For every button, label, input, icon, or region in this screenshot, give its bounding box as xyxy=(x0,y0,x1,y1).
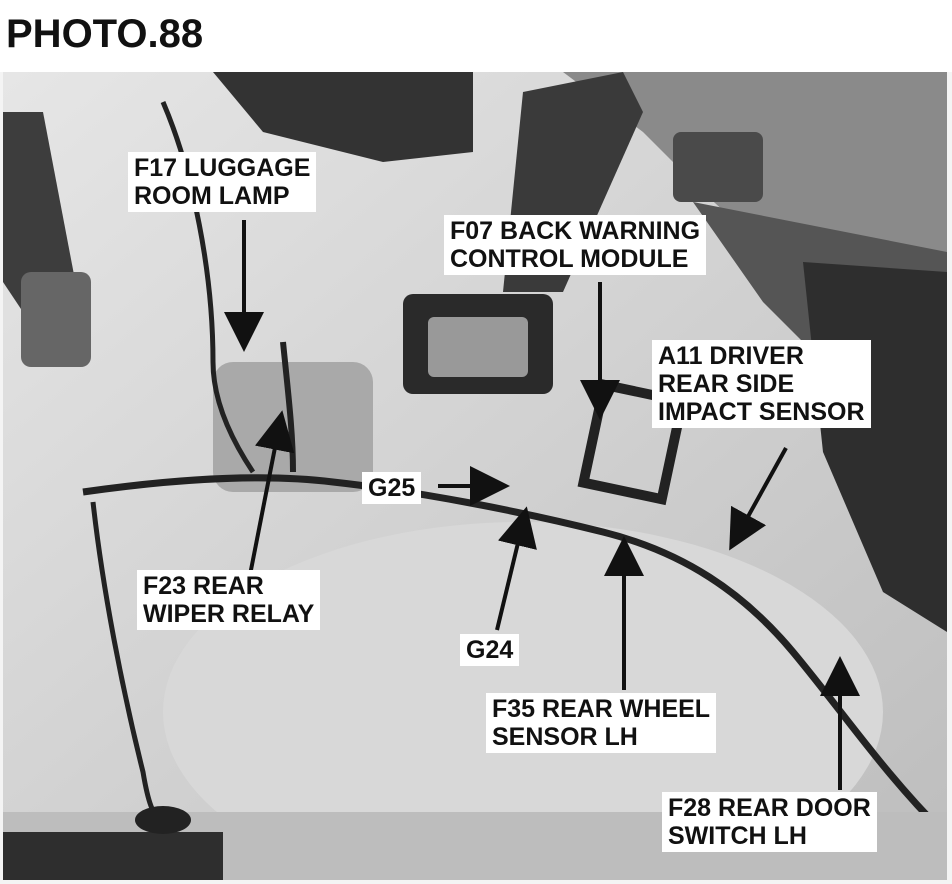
callout-g24: G24 xyxy=(460,634,520,666)
callout-f07-back-warning-control-module: F07 BACK WARNING CONTROL MODULE xyxy=(444,215,707,275)
callout-line: F17 LUGGAGE xyxy=(134,154,311,182)
callout-line: SWITCH LH xyxy=(668,822,807,850)
callout-line: G25 xyxy=(368,474,416,502)
arrow-g24 xyxy=(495,506,537,631)
callout-line: A11 DRIVER xyxy=(658,342,804,370)
callout-g25: G25 xyxy=(362,472,422,504)
callout-line: G24 xyxy=(466,636,514,664)
callout-line: IMPACT SENSOR xyxy=(658,398,865,426)
callout-line: CONTROL MODULE xyxy=(450,245,689,273)
callout-line: SENSOR LH xyxy=(492,723,638,751)
arrow-f23 xyxy=(248,410,295,576)
callout-line: REAR SIDE xyxy=(658,370,795,398)
callout-line: F35 REAR WHEEL xyxy=(492,695,711,723)
callout-line: WIPER RELAY xyxy=(143,600,315,628)
header: PHOTO.88 xyxy=(0,0,952,72)
callout-f28-rear-door-switch-lh: F28 REAR DOOR SWITCH LH xyxy=(662,792,877,852)
callout-f23-rear-wiper-relay: F23 REAR WIPER RELAY xyxy=(137,570,321,630)
photo-title: PHOTO.88 xyxy=(6,12,204,56)
arrow-a11 xyxy=(729,447,788,551)
callout-f35-rear-wheel-sensor-lh: F35 REAR WHEEL SENSOR LH xyxy=(486,693,717,753)
callout-line: F23 REAR xyxy=(143,572,264,600)
callout-a11-driver-rear-side-impact-sensor: A11 DRIVER REAR SIDE IMPACT SENSOR xyxy=(652,340,871,428)
callout-line: F28 REAR DOOR xyxy=(668,794,871,822)
callout-line: F07 BACK WARNING xyxy=(450,217,701,245)
callout-line: ROOM LAMP xyxy=(134,182,290,210)
callout-f17-luggage-room-lamp: F17 LUGGAGE ROOM LAMP xyxy=(128,152,317,212)
